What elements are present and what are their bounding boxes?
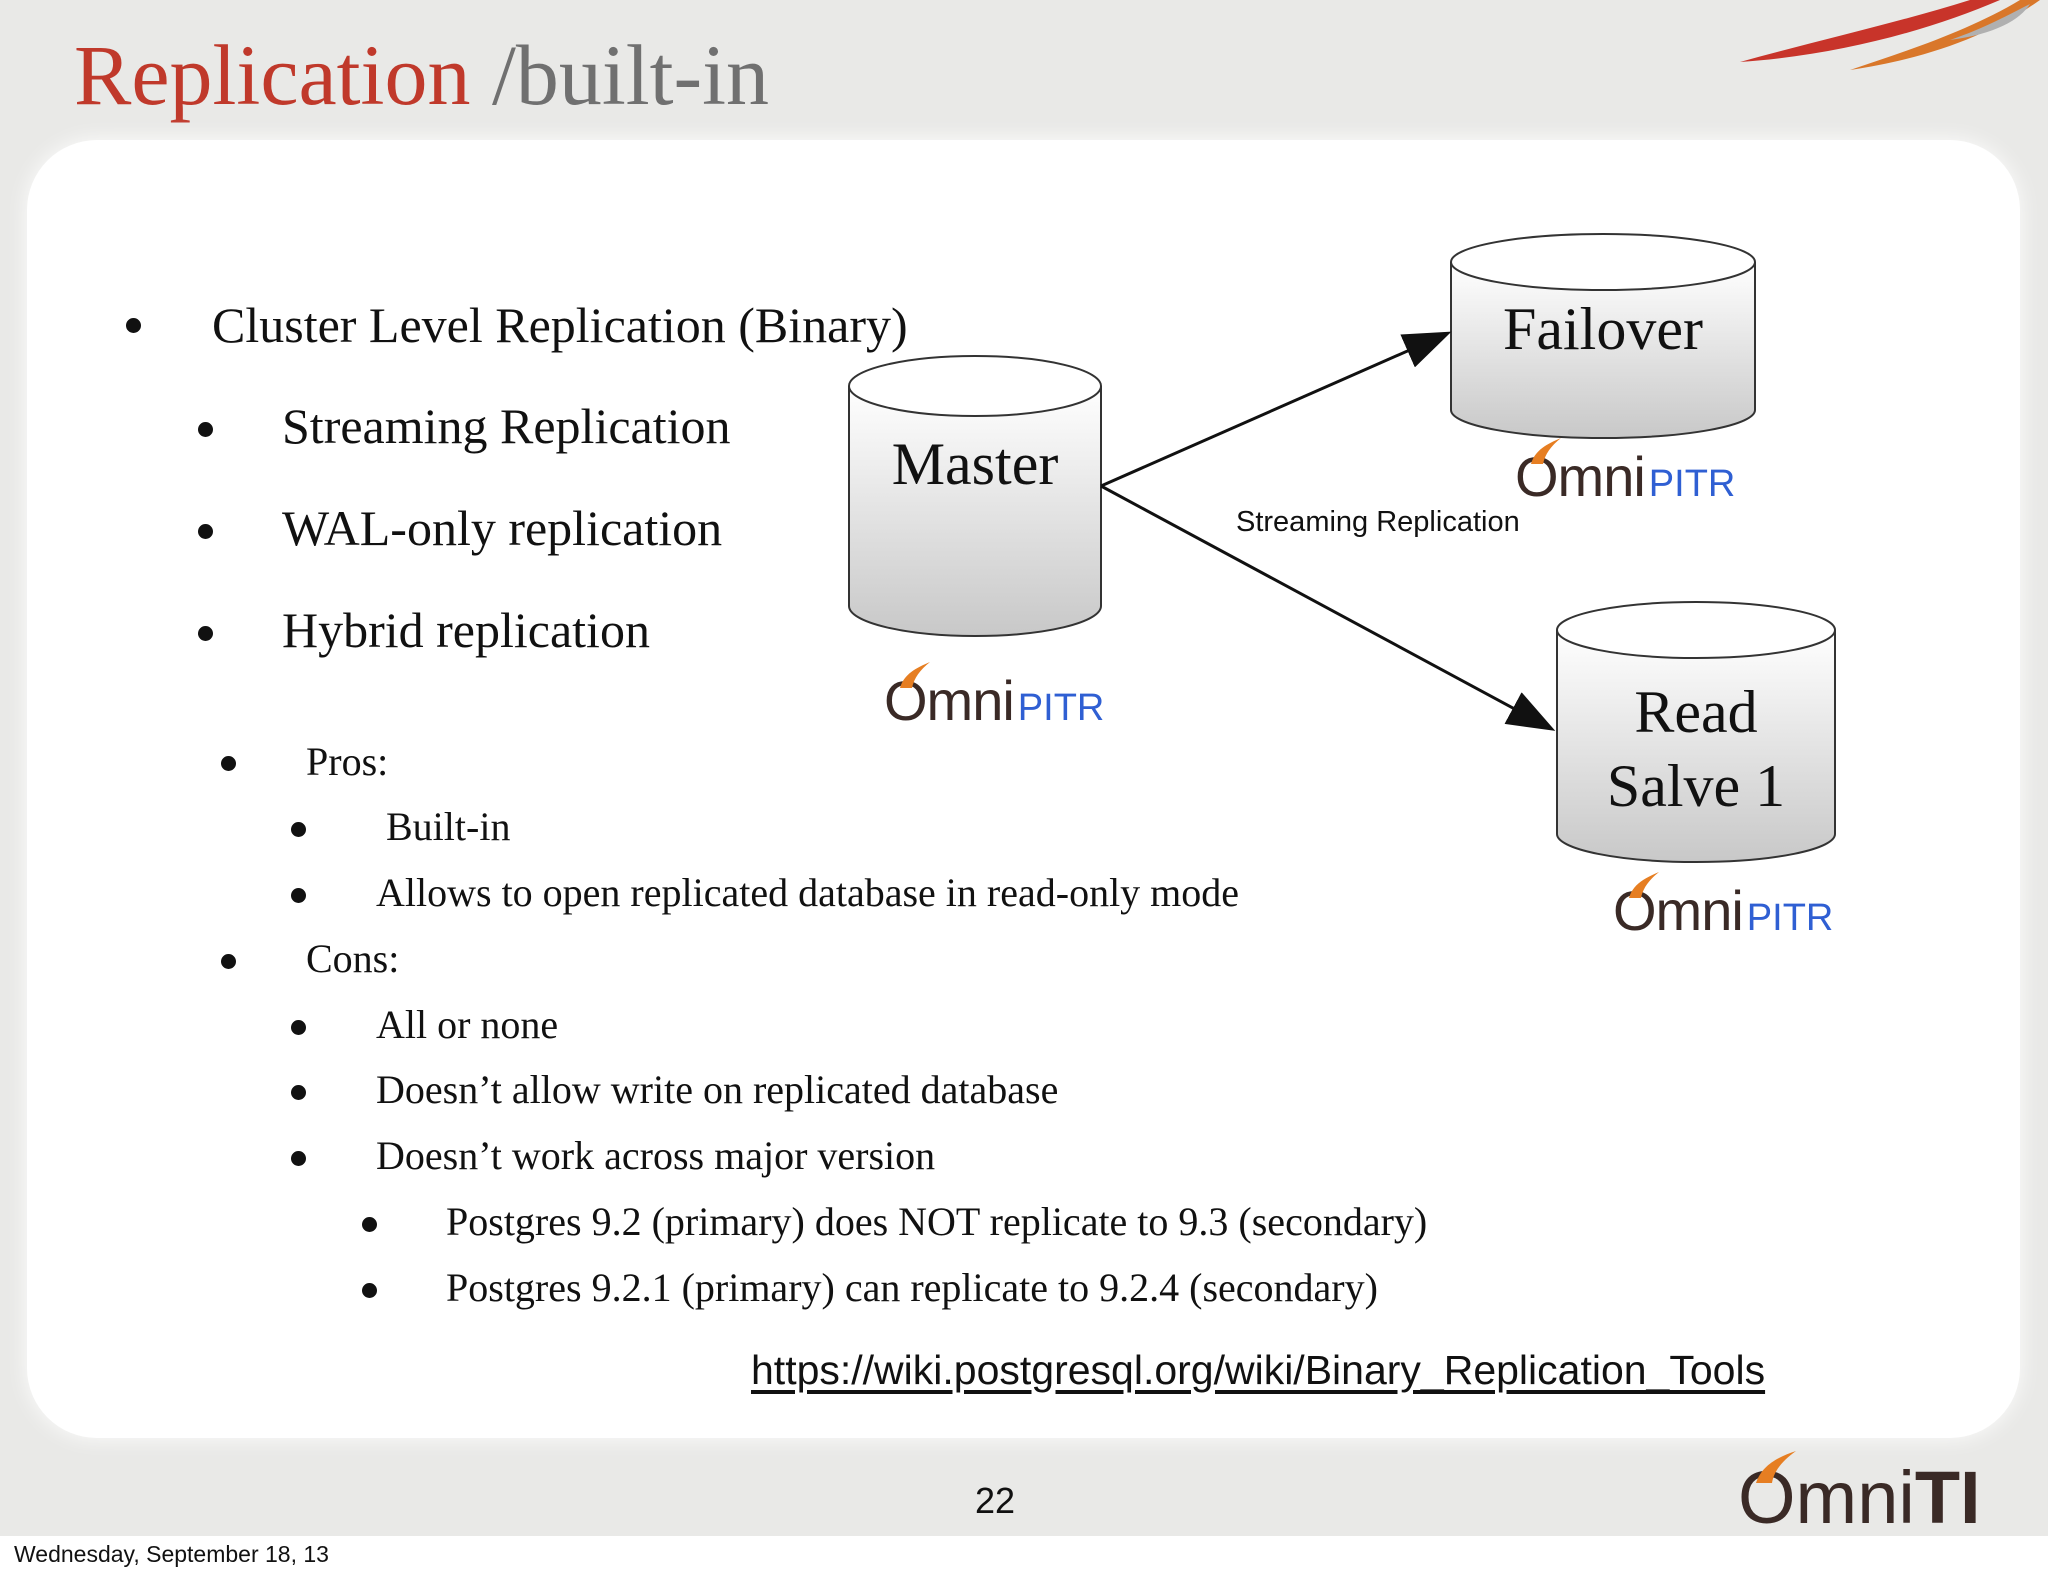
bullet-dot [198, 626, 213, 641]
read-slave-cylinder [1556, 601, 1836, 863]
pros-item: Allows to open replicated database in re… [376, 870, 1240, 915]
cons-subitem: Postgres 9.2 (primary) does NOT replicat… [446, 1199, 1428, 1244]
cons-item: Doesn’t allow write on replicated databa… [376, 1067, 1059, 1112]
omnipitr-logo-pitr: PITR [1648, 463, 1736, 505]
slide-title: Replication /built-in [74, 28, 769, 123]
flame-icon [1756, 1451, 1796, 1483]
bullet-dot [291, 1085, 306, 1100]
bullet-dot [221, 954, 236, 969]
wiki-link[interactable]: https://wiki.postgresql.org/wiki/Binary_… [751, 1347, 1766, 1393]
bullet-streaming: Streaming Replication [282, 398, 731, 454]
bullet-dot [291, 1020, 306, 1035]
omnipitr-logo-pitr: PITR [1017, 687, 1105, 729]
cons-item: All or none [376, 1002, 559, 1047]
bullet-dot [291, 822, 306, 837]
master-label: Master [891, 431, 1059, 497]
streaming-replication-label: Streaming Replication [1236, 506, 1520, 538]
footer-date: Wednesday, September 18, 13 [14, 1541, 329, 1567]
omniti-logo-ti: TI [1914, 1456, 1981, 1536]
flame-icon [1531, 438, 1561, 464]
pros-label: Pros: [306, 739, 389, 784]
bullet-cluster-replication: Cluster Level Replication (Binary) [212, 297, 908, 353]
bullet-wal-only: WAL-only replication [282, 500, 723, 556]
bullet-dot [362, 1217, 377, 1232]
title-sub: /built-in [491, 27, 770, 123]
bullet-dot [198, 524, 213, 539]
omniti-logo: OmniTI [1738, 1451, 1981, 1536]
bullet-dot [362, 1283, 377, 1298]
read-slave-line1: Read [1634, 679, 1758, 745]
arrow-to-read-slave [1100, 484, 1556, 731]
failover-label: Failover [1503, 296, 1703, 362]
flame-icon [1629, 872, 1659, 898]
omnipitr-logo-pitr: PITR [1746, 897, 1834, 939]
decorative-swoosh-icon [1740, 0, 2040, 70]
page-number: 22 [974, 1480, 1016, 1521]
slide: Replication /built-in Cluster Level Repl… [0, 0, 2048, 1536]
bullet-dot [291, 888, 306, 903]
bullet-hybrid: Hybrid replication [282, 602, 650, 658]
bullet-dot [291, 1151, 306, 1166]
arrow-to-failover [1100, 331, 1452, 488]
master-cylinder [848, 355, 1102, 637]
read-slave-line2: Salve 1 [1606, 753, 1786, 819]
bullet-dot [221, 756, 236, 771]
cons-label: Cons: [306, 936, 400, 981]
flame-icon [900, 662, 930, 688]
failover-cylinder [1450, 233, 1756, 439]
bullet-dot [198, 422, 213, 437]
cons-item: Doesn’t work across major version [376, 1133, 936, 1178]
read-slave-label: Read Salve 1 [1557, 675, 1835, 823]
bullet-dot [126, 318, 141, 333]
replication-diagram [848, 233, 1836, 863]
cons-subitem: Postgres 9.2.1 (primary) can replicate t… [446, 1265, 1378, 1310]
title-main: Replication [74, 27, 471, 123]
pros-item: Built-in [386, 804, 511, 849]
